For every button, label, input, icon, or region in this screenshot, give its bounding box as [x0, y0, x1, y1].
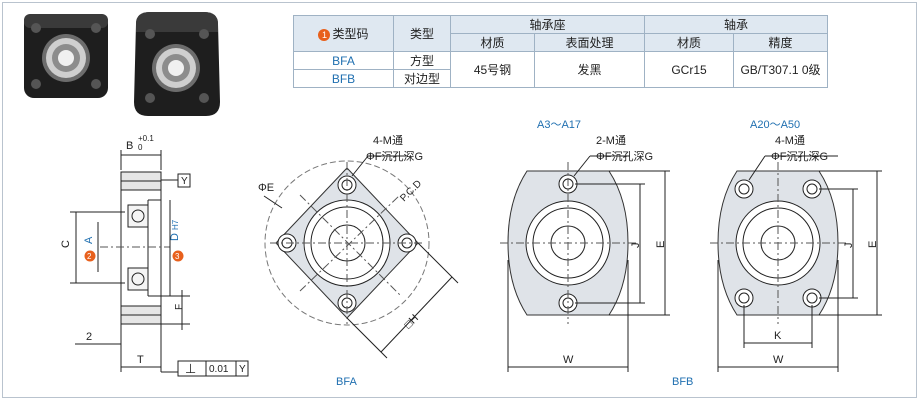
product-photo-flat	[134, 12, 220, 116]
dim-d-fit: H7	[171, 219, 180, 230]
bfb-small-range: A3～A17	[537, 119, 581, 131]
bfb-large-range: A20～A50	[750, 119, 800, 131]
bfa-holes-label: 4-M通	[373, 134, 403, 147]
side-section-view: B +0.1 0 Y C A 2 3 D H7 F 2 T	[60, 134, 249, 377]
header-seat-material: 材质	[450, 33, 535, 52]
dim-c: C	[60, 240, 72, 248]
bfb-large-e: E	[867, 241, 879, 248]
bfb-large-cbore-label: ΦF沉孔深G	[771, 150, 828, 163]
number-badge-2: 2	[87, 252, 92, 261]
bfb-small-e: E	[655, 241, 667, 248]
surface-treatment: 发黑	[534, 51, 645, 88]
seat-material: 45号钢	[450, 51, 535, 88]
dim-f: F	[174, 304, 185, 310]
bfa-caption: BFA	[336, 376, 357, 388]
bfb-small-front-view: A3～A17 2-M通 ΦF沉孔深G J E W	[500, 119, 670, 372]
dim-2: 2	[86, 331, 92, 343]
bfb-large-front-view: A20～A50 4-M通 ΦF沉孔深G J E K W	[710, 119, 882, 372]
perpendicularity-symbol: ⊥	[185, 361, 196, 376]
bfb-caption: BFB	[672, 376, 693, 388]
bfb-small-w: W	[563, 354, 574, 366]
bfb-large-holes-label: 4-M通	[775, 134, 805, 147]
bfb-large-k: K	[774, 330, 782, 342]
bfb-large-w: W	[773, 354, 784, 366]
tolerance-value: 0.01	[209, 364, 229, 375]
type-bfb: 对边型	[393, 69, 451, 88]
type-code-bfb: BFB	[293, 69, 394, 88]
header-bearing: 轴承	[644, 15, 828, 34]
number-badge-3: 3	[175, 252, 180, 261]
dim-b-tol-upper: +0.1	[138, 134, 154, 143]
bfb-small-holes-label: 2-M通	[596, 134, 626, 147]
bfa-phi-e: ΦE	[258, 182, 274, 194]
bfa-front-view: 4-M通 ΦF沉孔深G ΦE P.C.D □H BFA	[258, 134, 459, 388]
dim-t: T	[137, 354, 144, 366]
table-row: BFA 方型 45号钢 发黑 GCr15 GB/T307.1 0级	[293, 51, 828, 88]
bfb-small-j: J	[630, 243, 642, 249]
datum-y-ref: Y	[239, 364, 246, 375]
product-photo-square	[24, 14, 108, 98]
bfb-small-cbore-label: ΦF沉孔深G	[596, 150, 653, 163]
bfb-large-j: J	[843, 243, 855, 249]
bearing-material: GCr15	[644, 51, 734, 88]
header-surface-treatment: 表面处理	[534, 33, 645, 52]
table-row: BFB 对边型	[293, 69, 828, 88]
bfa-h-label: □H	[402, 312, 421, 331]
dim-b: B	[126, 140, 133, 152]
dim-d: D	[169, 233, 181, 241]
datum-y-label: Y	[181, 176, 188, 187]
dim-a: A	[83, 236, 95, 244]
number-badge-1: 1	[318, 29, 331, 41]
dim-b-tol-lower: 0	[138, 143, 143, 152]
header-bearing-seat: 轴承座	[450, 15, 645, 34]
header-bearing-material: 材质	[644, 33, 734, 52]
bearing-precision: GB/T307.1 0级	[733, 51, 828, 88]
bfa-cbore-label: ΦF沉孔深G	[366, 150, 423, 163]
